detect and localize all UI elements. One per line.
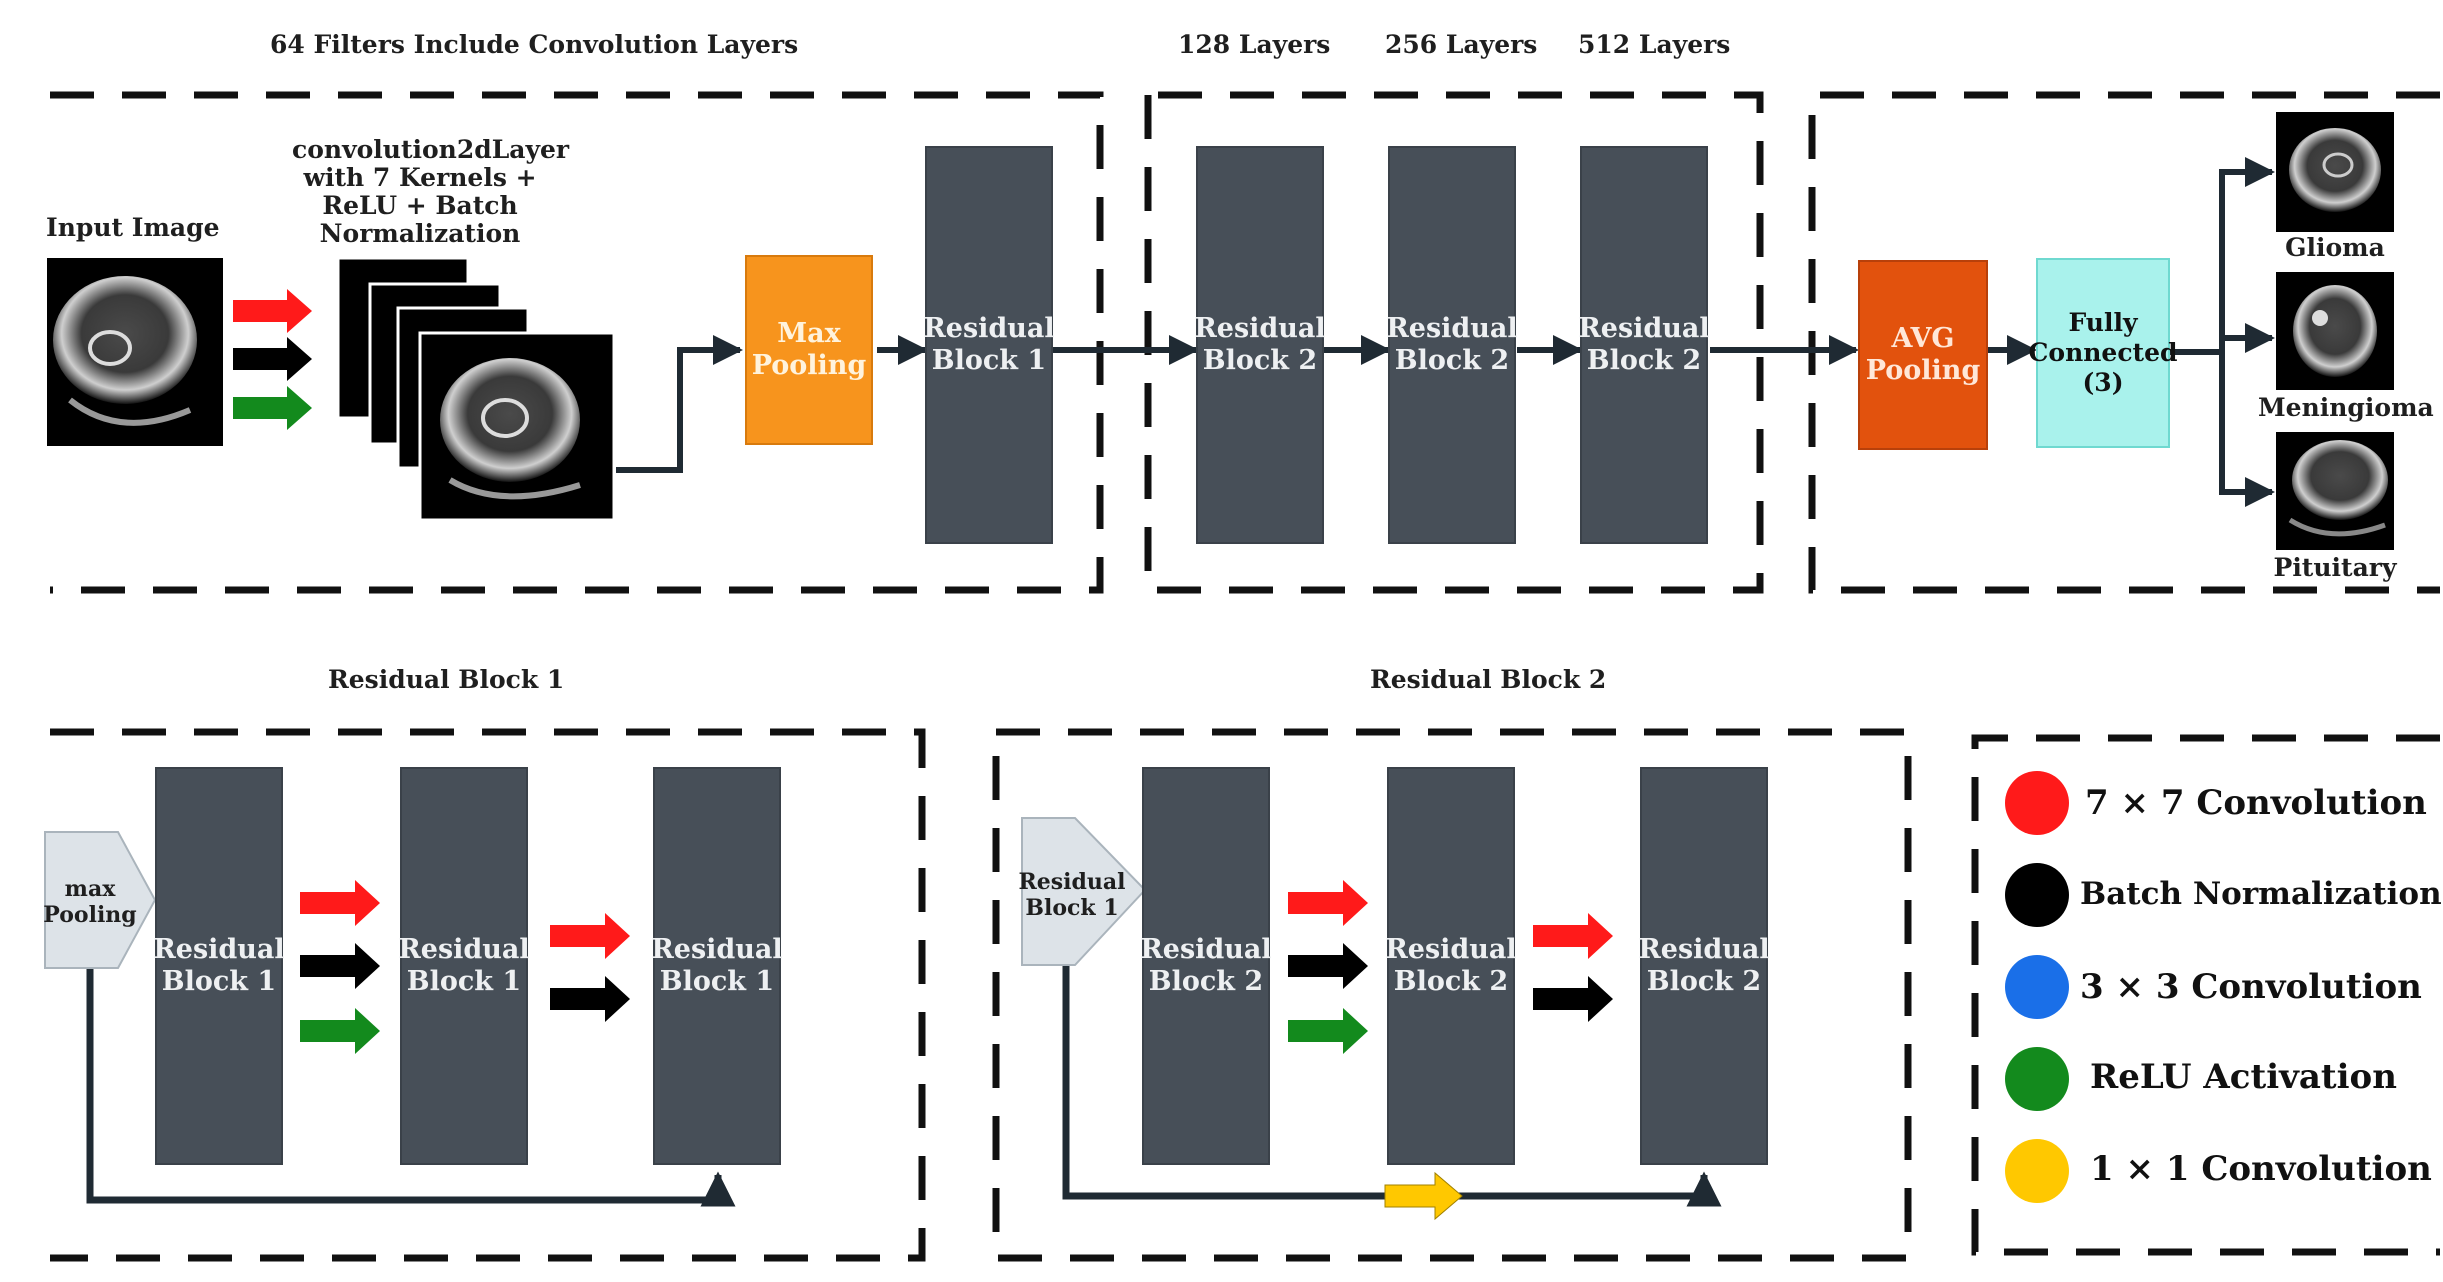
rb1-block-b: Residual Block 1: [398, 767, 530, 1165]
top-residual-block-2-256: Residual Block 2: [1386, 146, 1518, 544]
rb1-input-label: max Pooling: [43, 875, 137, 928]
input-image-label: Input Image: [46, 213, 220, 242]
top-arrows: [233, 289, 312, 430]
conv-layer-label-2: with 7 Kernels +: [303, 163, 537, 192]
top-residual-block-1: Residual Block 1: [923, 146, 1055, 544]
rb1-arrows: [300, 880, 630, 1054]
legend-label-batch-normalization: Batch Normalization: [2080, 876, 2442, 912]
avg-pooling-box: AVG Pooling: [1858, 260, 1988, 450]
feature-map-stack: [336, 256, 616, 522]
fully-connected-box: Fully Connected (3): [2029, 258, 2178, 448]
rb1-input-arrow: [44, 831, 157, 969]
top-residual-block-2-512: Residual Block 2: [1578, 146, 1710, 544]
rb2-block-a: Residual Block 2: [1140, 767, 1272, 1165]
layers-512-label: 512 Layers: [1578, 30, 1731, 59]
conv-layer-label-1: convolution2dLayer: [292, 135, 570, 164]
frame-legend: [1971, 734, 2440, 1256]
rb2-input-label: Residual Block 1: [1018, 868, 1126, 921]
frame-rb2: [992, 728, 1912, 1262]
rb1-section-title: Residual Block 1: [328, 665, 565, 694]
output-meningioma-label: Meningioma: [2258, 393, 2434, 422]
legend-dot-7x7-convolution: [2005, 771, 2069, 835]
output-mri-meningioma: [2276, 272, 2394, 390]
conv-layer-label-3: ReLU + Batch: [322, 191, 518, 220]
output-pituitary-label: Pituitary: [2273, 553, 2397, 582]
frame-top-left: [50, 91, 1104, 594]
input-mri-image: [47, 258, 223, 446]
output-mri-glioma: [2276, 112, 2394, 232]
legend-label-1x1-convolution: 1 × 1 Convolution: [2090, 1149, 2432, 1189]
rb1-block-c: Residual Block 1: [651, 767, 783, 1165]
legend-dot-batch-normalization: [2005, 863, 2069, 927]
max-pooling-box: Max Pooling: [745, 255, 873, 445]
conv-layer-label-4: Normalization: [319, 219, 521, 248]
layers-128-label: 128 Layers: [1178, 30, 1331, 59]
legend-label-7x7-convolution: 7 × 7 Convolution: [2085, 783, 2427, 823]
legend-dot-1x1-convolution: [2005, 1139, 2069, 1203]
frame-top-right: [1808, 91, 2440, 594]
rb2-section-title: Residual Block 2: [1370, 665, 1607, 694]
legend-dot-relu-activation: [2005, 1047, 2069, 1111]
legend-dot-3x3-convolution: [2005, 955, 2069, 1019]
top-residual-block-2-128: Residual Block 2: [1194, 146, 1326, 544]
rb2-arrows: [1288, 880, 1613, 1221]
frame-top-middle: [1144, 91, 1764, 594]
output-mri-pituitary: [2276, 432, 2394, 550]
legend-label-3x3-convolution: 3 × 3 Convolution: [2080, 967, 2422, 1007]
rb2-block-c: Residual Block 2: [1638, 767, 1770, 1165]
layers-256-label: 256 Layers: [1385, 30, 1538, 59]
rb2-block-b: Residual Block 2: [1385, 767, 1517, 1165]
output-glioma-label: Glioma: [2285, 233, 2385, 262]
legend-label-relu-activation: ReLU Activation: [2090, 1057, 2397, 1097]
rb1-block-a: Residual Block 1: [153, 767, 285, 1165]
frame-rb1: [50, 728, 926, 1262]
rb2-input-arrow: [1021, 817, 1147, 966]
filters-title: 64 Filters Include Convolution Layers: [270, 30, 799, 59]
